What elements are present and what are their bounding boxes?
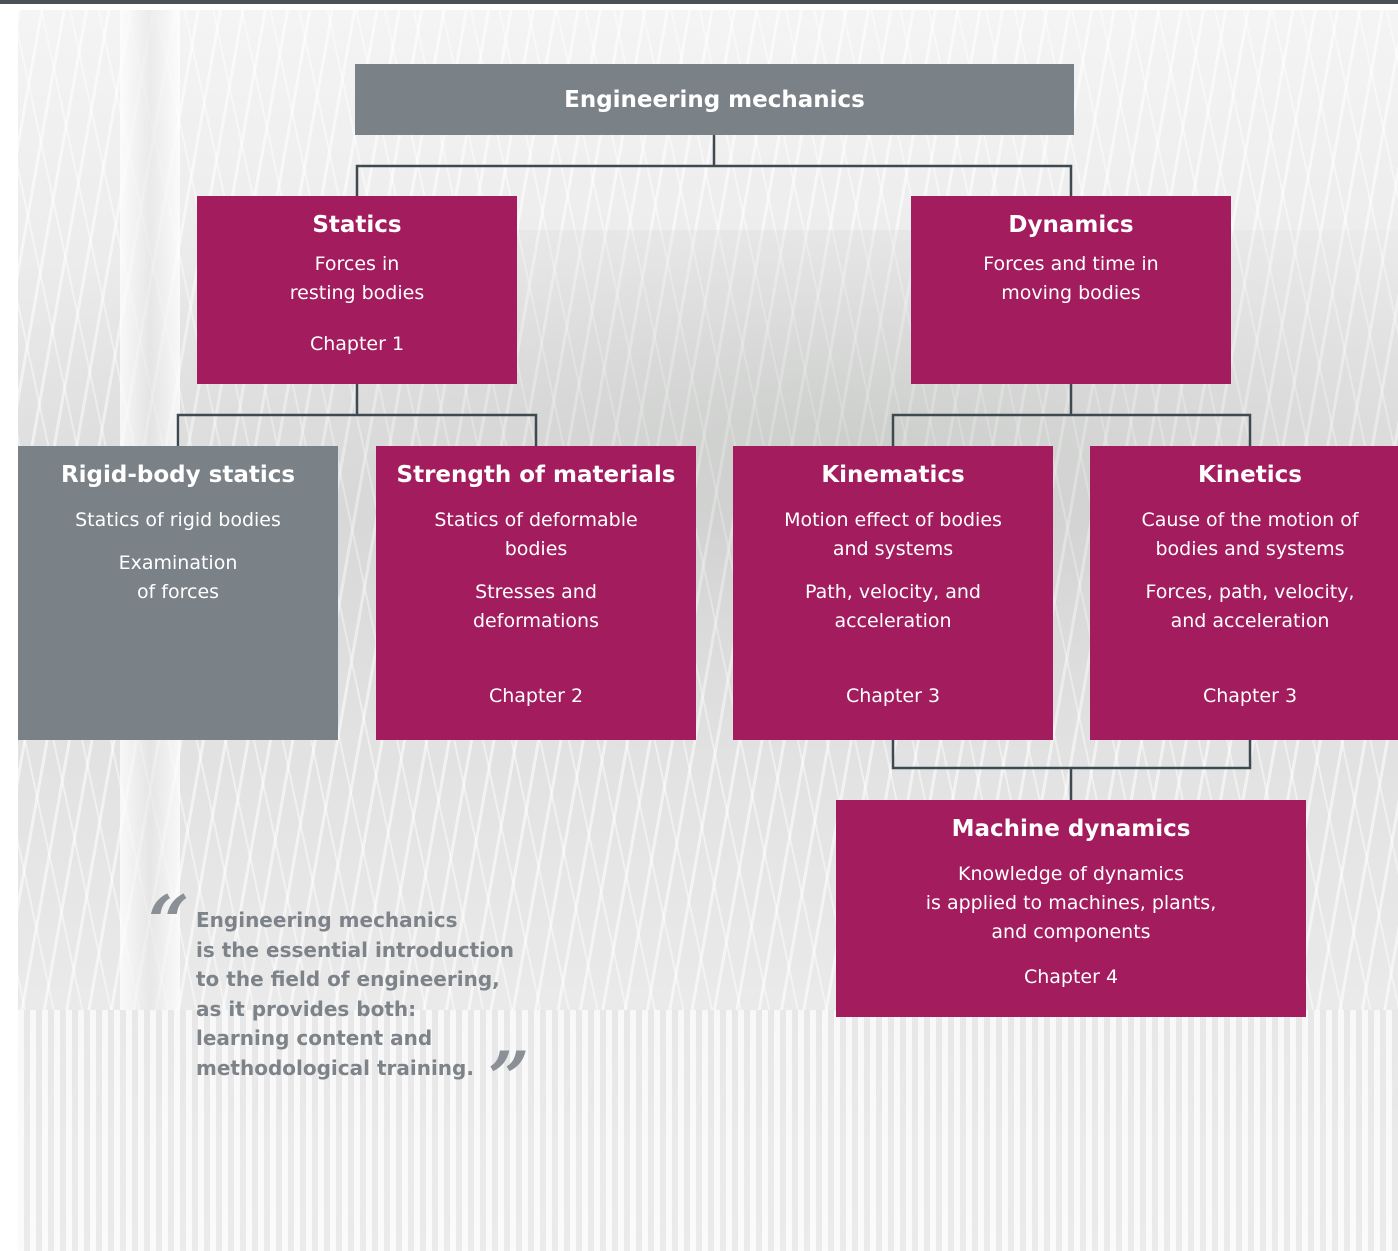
node-title: Kinetics <box>1198 462 1302 488</box>
node-strength-of-materials: Strength of materials Statics of deforma… <box>376 446 696 740</box>
connector-root-branch <box>355 164 1073 196</box>
node-statics: Statics Forces in resting bodies Chapter… <box>197 196 517 384</box>
quote-text: Engineering mechanics is the essential i… <box>196 908 515 1080</box>
node-dynamics: Dynamics Forces and time in moving bodie… <box>911 196 1231 384</box>
node-engineering-mechanics: Engineering mechanics <box>355 64 1074 135</box>
top-bar <box>0 0 1398 4</box>
node-subtopic: Stresses and deformations <box>473 581 599 632</box>
node-machine-dynamics: Machine dynamics Knowledge of dynamics i… <box>836 800 1306 1017</box>
node-kinematics: Kinematics Motion effect of bodies and s… <box>733 446 1053 740</box>
pull-quote: “ Engineering mechanics is the essential… <box>148 886 548 1114</box>
connector-statics-branch <box>176 413 538 446</box>
node-chapter: Chapter 3 <box>1202 685 1298 707</box>
node-rigid-body-statics: Rigid-body statics Statics of rigid bodi… <box>18 446 338 740</box>
node-chapter: Chapter 1 <box>309 333 405 355</box>
node-description: Cause of the motion of bodies and system… <box>1141 509 1359 560</box>
node-description: Forces in resting bodies <box>289 253 425 304</box>
node-chapter: Chapter 2 <box>488 685 584 707</box>
node-title: Strength of materials <box>396 462 676 488</box>
node-subtopic: Path, velocity, and acceleration <box>805 581 981 632</box>
background-bridge-deck <box>18 1010 1398 1251</box>
node-description: Statics of rigid bodies <box>75 509 281 531</box>
node-kinetics: Kinetics Cause of the motion of bodies a… <box>1090 446 1398 740</box>
connector-dynamics-branch <box>891 413 1252 446</box>
close-quote-mark-icon: ” <box>488 1035 530 1120</box>
node-chapter: Chapter 3 <box>845 685 941 707</box>
open-quote-mark-icon: “ <box>148 879 190 964</box>
node-title: Engineering mechanics <box>564 86 865 113</box>
node-description: Forces and time in moving bodies <box>983 253 1159 304</box>
node-title: Machine dynamics <box>951 816 1191 842</box>
node-title: Dynamics <box>1008 212 1134 238</box>
node-description: Motion effect of bodies and systems <box>784 509 1002 560</box>
connector-motion-merge <box>891 740 1252 770</box>
node-title: Kinematics <box>821 462 965 488</box>
node-description: Statics of deformable bodies <box>434 509 638 560</box>
node-title: Rigid-body statics <box>60 462 296 488</box>
node-description: Knowledge of dynamics is applied to mach… <box>925 863 1217 943</box>
node-title: Statics <box>312 212 402 238</box>
node-subtopic: Forces, path, velocity, and acceleration <box>1145 581 1355 632</box>
node-chapter: Chapter 4 <box>1023 966 1119 988</box>
node-subtopic: Examination of forces <box>118 552 238 603</box>
